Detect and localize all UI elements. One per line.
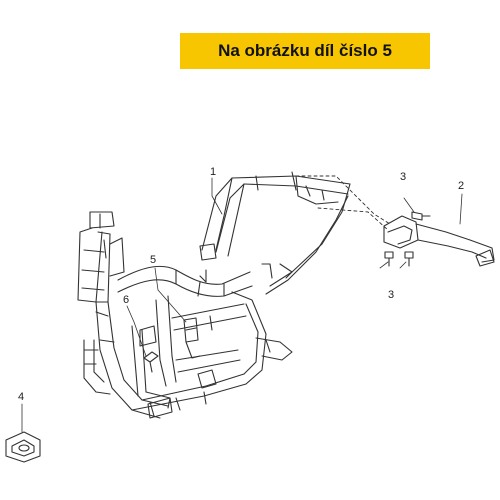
part-5-bracket [183, 317, 201, 359]
rear-bracket [383, 215, 495, 267]
callout-5: 5 [150, 254, 156, 266]
part-6-screw [143, 351, 159, 373]
bolt-group [384, 211, 431, 267]
main-frame [77, 171, 351, 419]
clip-nut [5, 431, 41, 463]
part-number-banner: Na obrázku díl číslo 5 [180, 33, 430, 69]
callout-3-bottom: 3 [388, 289, 394, 301]
callout-2: 2 [458, 180, 464, 192]
callout-1: 1 [210, 166, 216, 178]
callout-3-top: 3 [400, 171, 406, 183]
callout-6: 6 [123, 294, 129, 306]
callout-4: 4 [18, 391, 24, 403]
banner-text: Na obrázku díl číslo 5 [218, 41, 392, 60]
